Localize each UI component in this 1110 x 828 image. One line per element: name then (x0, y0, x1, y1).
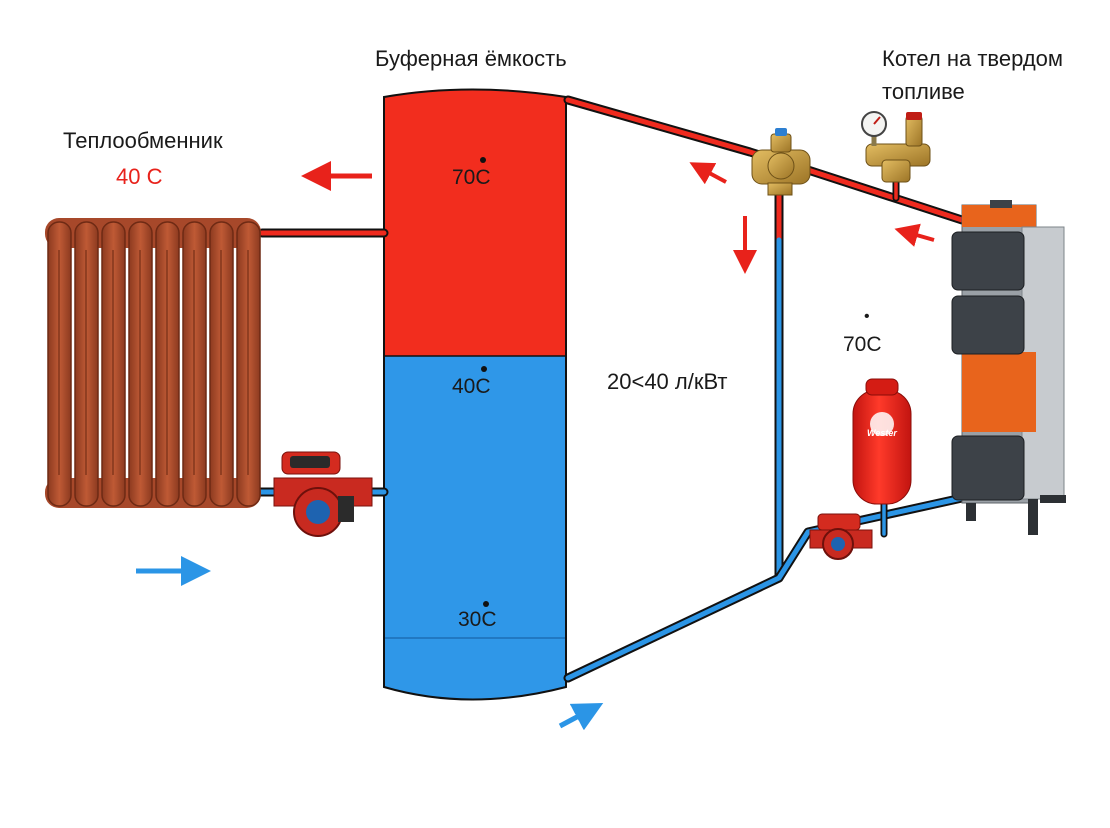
radiator (45, 218, 261, 508)
solid-fuel-boiler (951, 200, 1066, 535)
boiler-pump (809, 513, 873, 560)
buffer-tank-hot-zone (384, 89, 566, 356)
heat-exchanger-temp: 40 С (116, 164, 163, 189)
tank-top-temp: 70С (452, 166, 491, 189)
boiler-label-line2: топливе (882, 79, 965, 104)
boiler-loop-temp-dot: • (864, 308, 870, 325)
three-way-valve (751, 128, 811, 196)
tank-bottom-temp: 30С (458, 608, 497, 631)
radiator-pump (273, 451, 373, 537)
ratio-label: 20<40 л/кВт (607, 369, 728, 394)
expansion-tank-logo: Wester (867, 428, 897, 438)
arrow-cold-to-boiler (558, 702, 604, 731)
buffer-tank-label: Буферная ёмкость (375, 46, 567, 71)
heat-exchanger-label: Теплообменник (63, 128, 223, 153)
buffer-tank-cold-zone (384, 356, 566, 638)
flow-arrows (136, 161, 935, 731)
arrow-hot-to-tank (689, 162, 727, 185)
buffer-tank-bottom (384, 638, 566, 700)
expansion-tank (852, 378, 912, 505)
arrow-boiler-out (894, 223, 935, 247)
tank-middle-temp: 40С (452, 375, 491, 398)
buffer-tank (383, 88, 567, 701)
boiler-loop-temp: 70С (843, 333, 882, 356)
boiler-label-line1: Котел на твердом (882, 46, 1064, 71)
safety-group (861, 111, 931, 183)
